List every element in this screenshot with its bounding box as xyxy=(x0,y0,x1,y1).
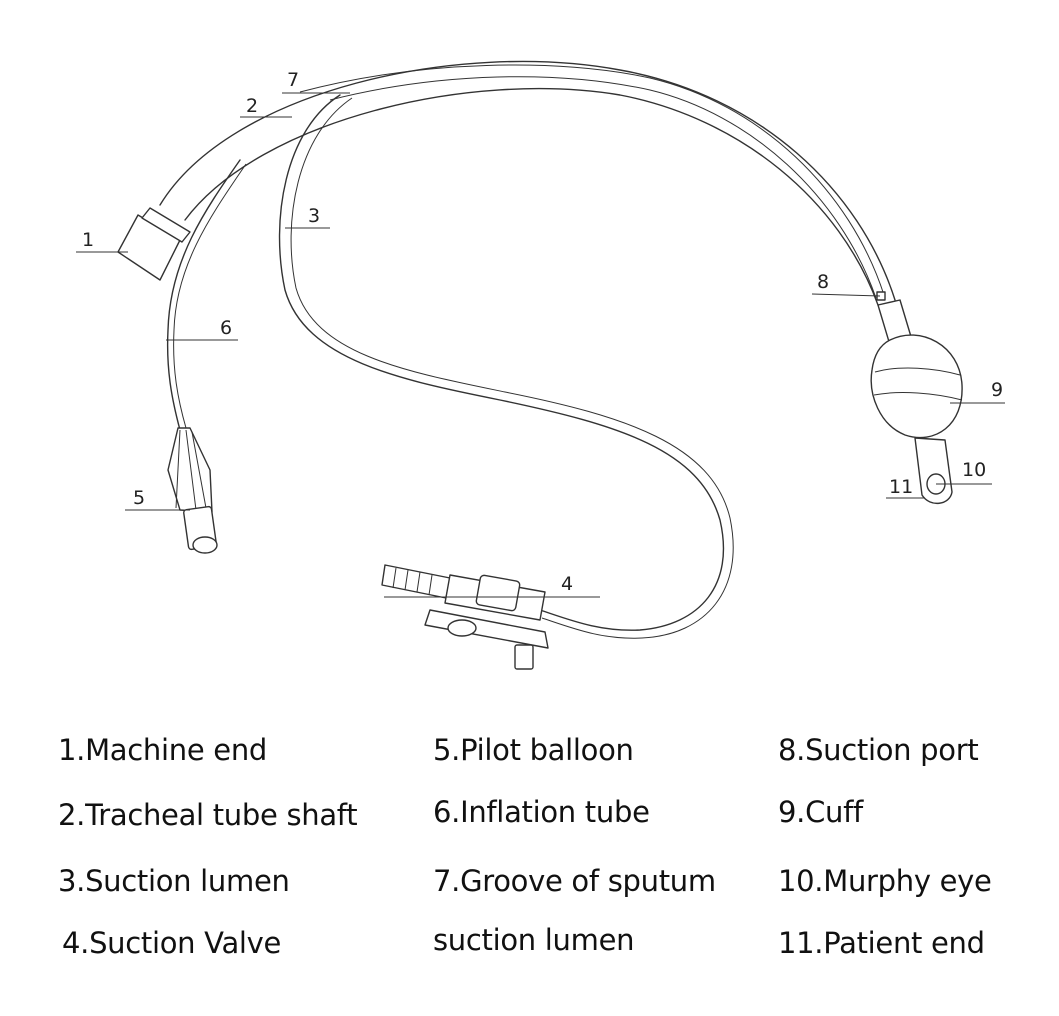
callout-2: 2 xyxy=(246,95,258,117)
suction-lumen xyxy=(278,94,725,631)
callout-10: 10 xyxy=(962,459,986,481)
callout-3: 3 xyxy=(308,205,320,227)
endotracheal-tube-diagram: 1 2 3 4 5 6 7 8 9 10 11 xyxy=(76,60,1005,670)
legend-pilot-balloon: 5.Pilot balloon xyxy=(433,733,634,767)
groove-line-inner xyxy=(329,76,877,299)
legend-machine-end: 1.Machine end xyxy=(58,733,268,767)
suction-lumen-edge xyxy=(290,97,734,639)
groove-line xyxy=(299,64,885,296)
legend-groove-line-2: suction lumen xyxy=(433,923,635,957)
inflation-tube-edge xyxy=(173,163,247,429)
legend-suction-valve: 4.Suction Valve xyxy=(62,926,282,960)
callout-9: 9 xyxy=(991,379,1003,401)
inflation-tube xyxy=(166,159,241,431)
legend-patient-end: 11.Patient end xyxy=(778,926,985,960)
patient-end xyxy=(914,437,953,504)
callout-7: 7 xyxy=(287,69,299,91)
callout-lines xyxy=(76,92,1005,598)
legend-inflation-tube: 6.Inflation tube xyxy=(433,795,650,829)
machine-end-connector xyxy=(117,207,191,281)
callout-11: 11 xyxy=(889,476,913,498)
callout-8: 8 xyxy=(817,271,829,293)
legend-murphy-eye: 10.Murphy eye xyxy=(778,864,992,898)
legend-suction-lumen: 3.Suction lumen xyxy=(58,864,290,898)
pilot-balloon xyxy=(167,427,218,554)
tracheal-tube-shaft xyxy=(159,60,896,306)
cuff xyxy=(870,299,963,439)
callout-4: 4 xyxy=(561,573,573,595)
suction-valve xyxy=(381,564,549,670)
legend-tracheal-tube-shaft: 2.Tracheal tube shaft xyxy=(58,798,358,832)
legend-suction-port: 8.Suction port xyxy=(778,733,979,767)
callout-5: 5 xyxy=(133,487,145,509)
legend-groove-line-1: 7.Groove of sputum xyxy=(433,864,716,898)
legend-cuff: 9.Cuff xyxy=(778,795,863,829)
callout-1: 1 xyxy=(82,229,94,251)
callout-6: 6 xyxy=(220,317,232,339)
